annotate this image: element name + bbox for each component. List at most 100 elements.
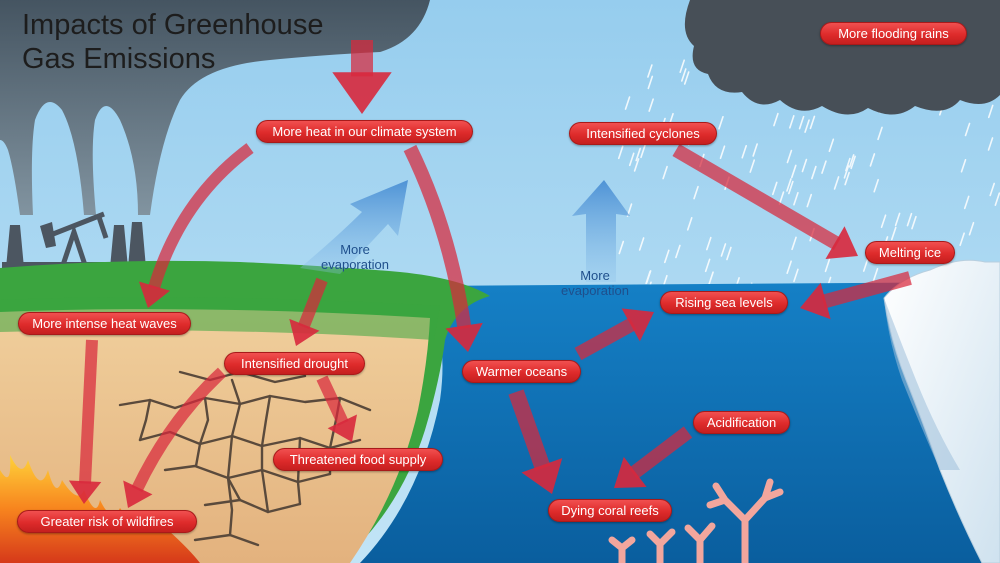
rain-streak [624,96,631,110]
rain-streak [960,158,967,173]
arrow-land-to-drought-shaft [297,277,328,330]
rain-streak [987,104,994,119]
rain-streak [798,115,805,130]
rain-streak [873,178,879,193]
arrow-oceans-to-coral-head [521,458,563,494]
ocean-evaporation-label: More evaporation [545,268,645,298]
smoke-plumes [0,0,430,215]
rain-streak [647,64,653,78]
label-intensified-cyclones: Intensified cyclones [569,122,717,145]
rain-streak [719,145,726,160]
rain-streak [675,244,681,259]
rain-streak [791,236,797,251]
rain-streak [628,152,635,167]
land-evaporation-line-2: evaporation [321,257,389,272]
rain-streak [911,215,917,230]
arrow-acidification-to-coral-head [614,456,647,488]
ocean-evaporation-line-1: More [580,268,610,283]
rain-streak [987,137,994,151]
arrow-land-to-drought-head [289,318,320,346]
rain-streak [693,185,699,200]
arrow-cyclones-to-melting-ice-shaft [672,143,841,250]
rain-streak [638,237,645,251]
rain-streak [824,258,831,273]
arrow-drought-to-food-shaft [316,375,349,426]
rain-streak [789,115,795,129]
rain-streak [804,119,810,133]
label-melting-ice: Melting ice [865,241,955,264]
rain-streak [869,153,876,167]
land-evaporation-arrow [300,180,408,274]
label-wildfires: Greater risk of wildfires [17,510,197,533]
arrow-oceans-to-coral-shaft [508,389,551,471]
rain-streak [647,75,654,90]
rain-streak [741,144,748,159]
rain-streak [811,165,817,180]
ocean-evaporation-arrow [572,180,630,282]
ocean [360,282,1000,563]
rain-streak [862,258,869,272]
rain-streak [801,158,808,173]
arrow-oceans-to-sea-levels-shaft [574,317,637,361]
rain-streak [872,267,879,282]
rain-streak [994,192,1000,206]
coral [608,478,784,563]
rain-streak [786,260,792,275]
label-threatened-food: Threatened food supply [273,448,443,471]
rain-streak [635,147,641,162]
rain-streak [806,193,813,208]
label-rising-sea-levels: Rising sea levels [660,291,788,314]
land-evaporation-label: More evaporation [305,242,405,272]
rain-streak [845,157,851,172]
arrow-ice-to-sea-levels-shaft [821,271,912,309]
impact-arrows [68,40,912,508]
rain-streak [718,116,724,130]
arrow-heat-to-heatwaves-head [138,281,171,308]
rain-streak [788,180,794,195]
land-evaporation-line-1: More [340,242,370,257]
rain-streak [778,191,785,205]
rain-streak [771,181,778,196]
oil-pump-head [40,222,56,248]
arrow-heatwaves-to-wildfires-head [68,480,102,504]
rain-streak [880,214,887,229]
rain-streak [773,112,779,127]
arrow-cyclones-to-melting-ice-head [825,226,858,259]
rain-streak [833,176,840,190]
rain-streak [726,246,732,261]
rain-streak [959,232,965,247]
rain-streak [648,98,654,112]
arrow-drought-to-wildfires-head [123,480,153,508]
rain-streak [786,178,792,192]
rain-streak [843,165,850,179]
rain-streak [786,149,793,164]
rain-streak [708,271,714,285]
rain-streak [683,71,690,85]
rain-streak [894,212,901,227]
arrow-heat-to-warmer-oceans-head [445,322,483,352]
rain-streak [662,165,668,180]
rain-streak [809,115,816,130]
rain-streak [686,217,693,231]
arrow-oceans-to-sea-levels-head [621,308,654,342]
arrow-ice-to-sea-levels-head [800,282,831,320]
rain-streak [663,249,670,264]
arrow-heat-to-heatwaves-shaft [148,143,254,291]
rain-streak [790,164,797,179]
rain-streak [704,258,711,273]
rain-streak [968,221,975,236]
rain-streak [720,243,727,257]
label-intensified-drought: Intensified drought [224,352,365,375]
diagram-title: Impacts of Greenhouse Gas Emissions [22,8,323,76]
arrow-drought-to-wildfires-shaft [131,367,227,493]
arrow-drought-to-food-head [327,414,357,442]
title-line-1: Impacts of Greenhouse [22,9,324,41]
rain-streak [617,145,624,160]
rain-streak [877,126,883,141]
rain-streak [963,195,970,210]
rain-streak [679,59,685,74]
rain-streak [821,160,827,174]
arrow-acidification-to-coral-shaft [628,426,693,480]
